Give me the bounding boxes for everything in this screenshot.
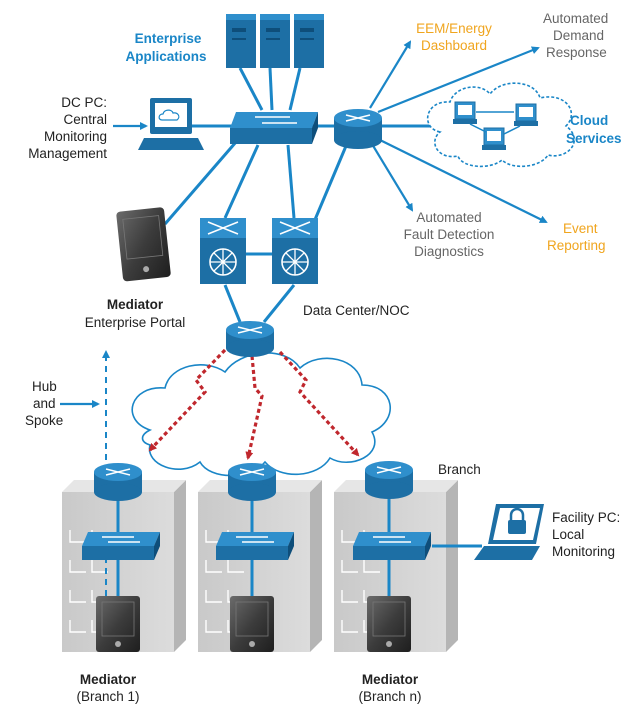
mediator-device-icon (96, 596, 411, 652)
cloud-services-icon (426, 82, 576, 168)
data-center-label: Data Center/NOC (303, 303, 410, 318)
enterprise-apps-label: Applications (125, 49, 206, 64)
hub-spoke-label: Hub (32, 379, 57, 394)
switch-icon (230, 112, 318, 144)
dc-pc-label: Monitoring (44, 129, 107, 144)
mediator-branchn-title: Mediator (362, 672, 419, 687)
event-reporting-label: Event (563, 221, 598, 236)
facility-pc-label: Facility PC: (552, 510, 620, 525)
automated-demand-label: Response (546, 45, 607, 60)
laptop-lock-icon (474, 504, 544, 560)
dc-pc-label: DC PC: (61, 95, 107, 110)
branch-label: Branch (438, 462, 481, 477)
svg-text:Enterprise: Enterprise (135, 31, 202, 46)
service-arrows (60, 40, 548, 408)
automated-fault-label: Fault Detection (404, 227, 495, 242)
mediator-branchn-subtitle: (Branch n) (358, 689, 421, 704)
hub-spoke-label: and (33, 396, 56, 411)
automated-fault-label: Automated (416, 210, 481, 225)
mediator-portal-subtitle: Enterprise Portal (85, 315, 186, 330)
router-icon (94, 461, 413, 501)
wan-links (148, 348, 360, 460)
diagram-labels: Enterprise Applications DC PC: Central M… (25, 11, 622, 704)
facility-pc-label: Local (552, 527, 584, 542)
eem-dashboard-label: Dashboard (421, 38, 487, 53)
router-icon (334, 109, 382, 149)
automated-demand-label: Automated (543, 11, 608, 26)
dc-pc-label: Central (63, 112, 107, 127)
svg-text:Applications: Applications (125, 49, 206, 64)
cloud-service-workstations (453, 101, 538, 150)
hub-spoke-label: Spoke (25, 413, 63, 428)
enterprise-apps-label: Enterprise (135, 31, 202, 46)
mediator-branch1-subtitle: (Branch 1) (76, 689, 139, 704)
dc-pc-label: Management (28, 146, 107, 161)
multilayer-switch-icon (200, 218, 318, 284)
event-reporting-label: Reporting (547, 238, 606, 253)
cloud-services-label: Services (566, 131, 622, 146)
mediator-device-icon (116, 207, 171, 282)
eem-dashboard-label: EEM/Energy (416, 21, 492, 36)
switch-icon (82, 532, 431, 560)
automated-demand-label: Demand (553, 28, 604, 43)
facility-pc-label: Monitoring (552, 544, 615, 559)
automated-fault-label: Diagnostics (414, 244, 484, 259)
wan-cloud-icon (131, 352, 391, 477)
server-icon (226, 14, 324, 68)
mediator-branch1-title: Mediator (80, 672, 137, 687)
workstation-icon (138, 98, 204, 150)
mediator-portal-title: Mediator (107, 297, 164, 312)
router-icon (226, 321, 274, 357)
cloud-services-label: Cloud (570, 113, 608, 128)
